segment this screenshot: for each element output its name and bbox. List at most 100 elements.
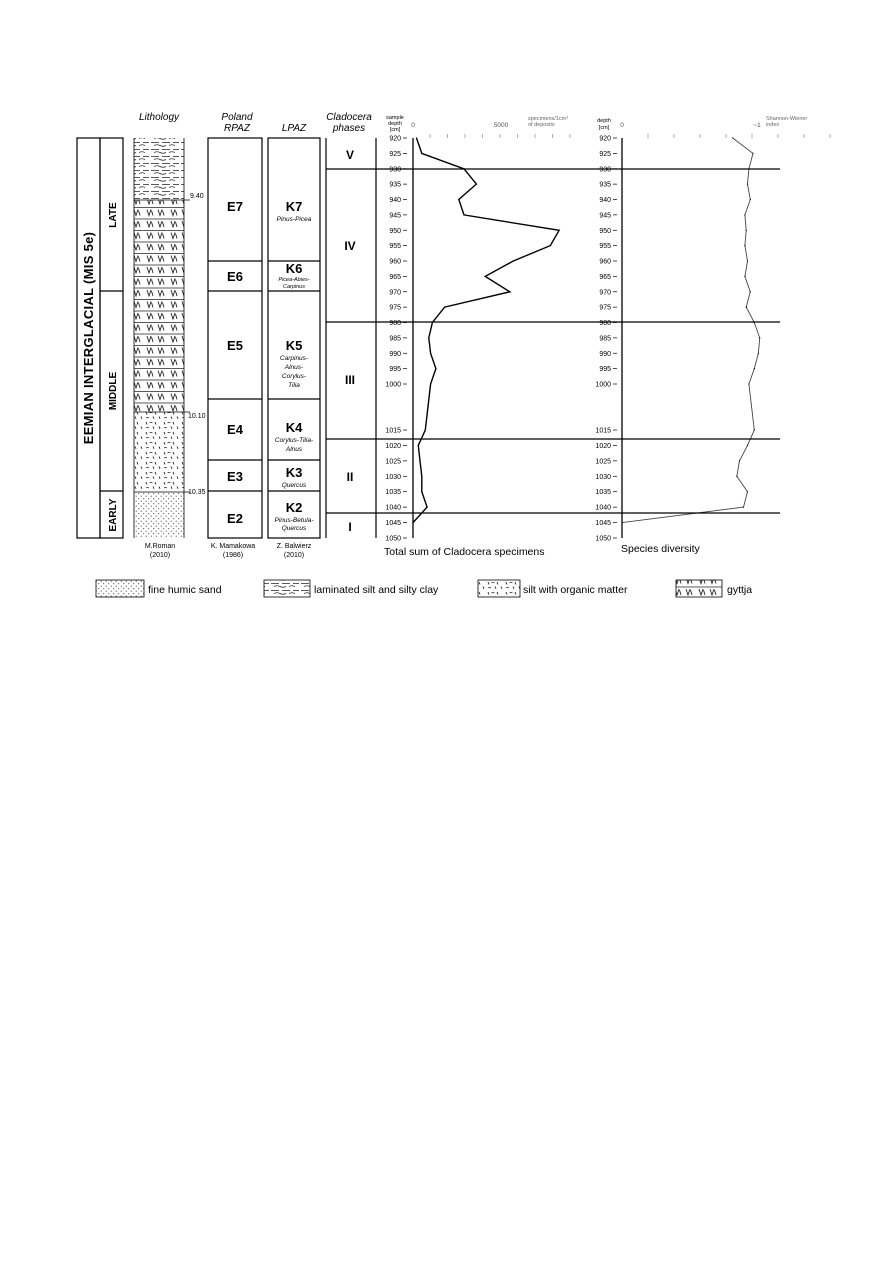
lpaz-k7-taxa-1: Pinus-Picea [277,216,312,223]
lpaz-k2-taxa-2: Quercus [282,525,307,532]
left-depth-tick-920: 920 [389,136,401,143]
lpaz-k5-taxa-2: Alnus- [284,364,304,371]
diversity-point-935 [746,183,749,185]
diversity-point-940 [749,198,751,201]
abundance-point-970 [509,291,511,293]
lpaz-k6: K6 [286,261,303,276]
diversity-point-975 [745,306,747,308]
abundance-point-945 [463,214,465,216]
rpaz-header-line1: Poland [221,112,253,123]
left-depth-tick-970: 970 [389,289,401,296]
sample-depth-header-2: depth [388,121,402,127]
right-depth-tick-950: 950 [599,228,611,235]
rpaz-e4: E4 [227,422,244,437]
legend-swatch-sand [95,579,145,598]
legend-item-sand: fine humic sand [95,579,222,598]
diversity-point-995 [753,368,755,370]
legend-label-organic: silt with organic matter [523,584,628,596]
diversity-point-1020 [746,444,749,446]
abundance-units-1: specimens/1cm³ [528,116,568,122]
diversity-points [621,137,761,524]
left-depth-tick-960: 960 [389,259,401,266]
lithology-organic-silt [134,412,184,492]
lpaz-k5: K5 [286,338,303,353]
abundance-point-950 [558,229,560,231]
sample-depth-header-3: [cm] [390,127,401,133]
lpaz-k4-taxa-1: Corylus-Tilia- [275,437,314,444]
lpaz-k2: K2 [286,500,303,515]
legend-label-gyttja: gyttja [727,584,752,596]
diversity-point-945 [744,214,746,216]
left-depth-tick-1015: 1015 [385,428,401,435]
rpaz-header-line2: RPAZ [224,123,251,134]
abundance-point-965 [484,275,486,277]
left-depth-tick-995: 995 [389,366,401,373]
lpaz-k5-taxa-3: Corylus- [282,373,307,380]
abundance-top-ticks [429,134,571,138]
cladocera-phases-column: I II III IV V [325,138,377,538]
right-depth-tick-980: 980 [599,320,611,327]
abundance-point-1040 [426,506,428,508]
right-depth-tick-990: 990 [599,351,611,358]
lpaz-k3-taxa-1: Quercus [282,482,307,489]
lpaz-k4-taxa-2: Alnus [285,446,303,453]
stage-late: LATE [108,202,119,228]
right-depth-tick-985: 985 [599,335,611,342]
stage-title: EEMIAN INTERGLACIAL (MIS 5e) [81,232,96,445]
abundance-point-1025 [419,460,421,462]
rpaz-e6: E6 [227,269,243,284]
right-depth-tick-975: 975 [599,305,611,312]
right-depth-tick-1035: 1035 [595,489,611,496]
rpaz-column: E2 E3 E4 E5 E6 E7 [207,137,263,539]
right-depth-tick-945: 945 [599,212,611,219]
abundance-point-975 [444,306,446,308]
diversity-point-990 [757,352,760,354]
legend-label-sand: fine humic sand [148,584,222,596]
legend-swatch-laminated [263,579,311,598]
legend-item-laminated: laminated silt and silty clay [263,579,439,598]
abundance-point-1030 [421,475,423,477]
diversity-units-2: index [766,122,779,128]
depth-right-header-1: depth [597,118,611,124]
left-depth-tick-1050: 1050 [385,536,401,543]
rpaz-e3: E3 [227,469,243,484]
left-depth-tick-975: 975 [389,305,401,312]
diversity-point-925 [752,152,754,154]
diversity-point-1025 [738,460,741,462]
credit-lithology-1: M.Roman [145,543,175,550]
abundance-point-955 [549,245,551,247]
diversity-series-line [621,137,761,524]
abundance-point-925 [421,152,423,154]
credit-lpaz-1: Z. Balwierz [277,543,312,550]
stage-middle: MIDDLE [108,372,119,411]
diversity-point-1045 [621,522,623,524]
diversity-top-ticks [647,134,831,138]
lpaz-k3: K3 [286,465,303,480]
diversity-point-1030 [736,475,738,477]
abundance-point-920 [415,137,418,139]
phase-iv: IV [344,239,355,253]
stage-early: EARLY [108,498,119,531]
rpaz-e5: E5 [227,338,243,353]
right-depth-tick-1050: 1050 [595,536,611,543]
lithology-sand [134,492,184,538]
right-depth-tick-960: 960 [599,259,611,266]
diversity-point-1035 [746,491,749,493]
lpaz-header: LPAZ [282,123,307,134]
credit-rpaz-1: K. Mamakowa [211,543,255,550]
right-depth-tick-1020: 1020 [595,443,611,450]
diversity-zero-label: 0 [620,122,624,129]
right-depth-tick-930: 930 [599,166,611,173]
phase-v: V [346,148,354,162]
left-depth-tick-965: 965 [389,274,401,281]
lithology-gyttja [134,200,184,412]
right-depth-tick-1040: 1040 [595,505,611,512]
left-depth-tick-985: 985 [389,335,401,342]
lith-depth-1035: 10.35 [188,489,206,496]
lith-depth-1010: 10.10 [188,413,206,420]
left-depth-tick-980: 980 [389,320,401,327]
abundance-point-1000 [430,383,432,385]
left-depth-tick-1000: 1000 [385,382,401,389]
legend-swatch-organic [477,579,521,598]
